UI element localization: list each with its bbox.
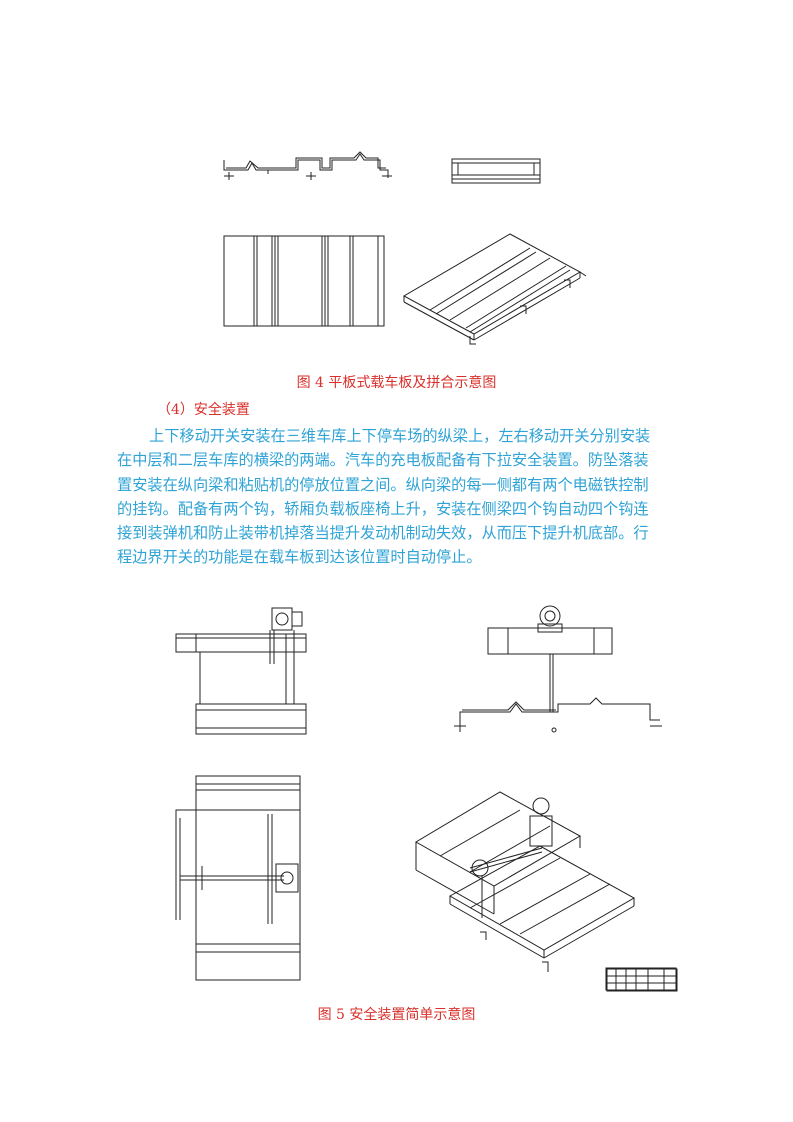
paragraph-line: 程边界开关的功能是在载车板到达该位置时自动停止。 <box>117 548 482 567</box>
fig4-profile-view <box>223 151 392 180</box>
title-block <box>606 968 678 992</box>
paragraph-line: 接到装弹机和防止装带机掉落当提升发动机制动失效，从而压下提升机底部。行 <box>117 524 649 543</box>
fig5-front-view <box>175 607 307 735</box>
fig5-top-view <box>175 775 301 981</box>
figure4-caption: 图 4 平板式载车板及拼合示意图 <box>296 375 497 391</box>
fig4-isometric-view <box>402 233 587 345</box>
paragraph-line: 的挂钩。配备有两个钩，轿厢负载板座椅上升，安装在侧梁四个钩自动四个钩连 <box>117 499 649 518</box>
fig5-side-view <box>454 605 662 733</box>
paragraph-line: 上下移动开关安装在三维车库上下停车场的纵梁上，左右移动开关分别安装 <box>149 427 651 445</box>
section-paragraph: 上下移动开关安装在三维车库上下停车场的纵梁上，左右移动开关分别安装 在中层和二层… <box>117 424 685 570</box>
fig5-isometric-view <box>415 791 677 991</box>
section-heading: （4）安全装置 <box>157 402 250 418</box>
paragraph-line: 在中层和二层车库的横梁的两端。汽车的充电板配备有下拉安全装置。防坠落装 <box>117 451 649 470</box>
fig4-side-view <box>451 158 541 184</box>
paragraph-line: 置安装在纵向梁和粘贴机的停放位置之间。纵向梁的每一侧都有两个电磁铁控制 <box>117 475 649 494</box>
fig4-top-view <box>223 235 385 327</box>
figure5-caption: 图 5 安全装置简单示意图 <box>317 1007 476 1023</box>
